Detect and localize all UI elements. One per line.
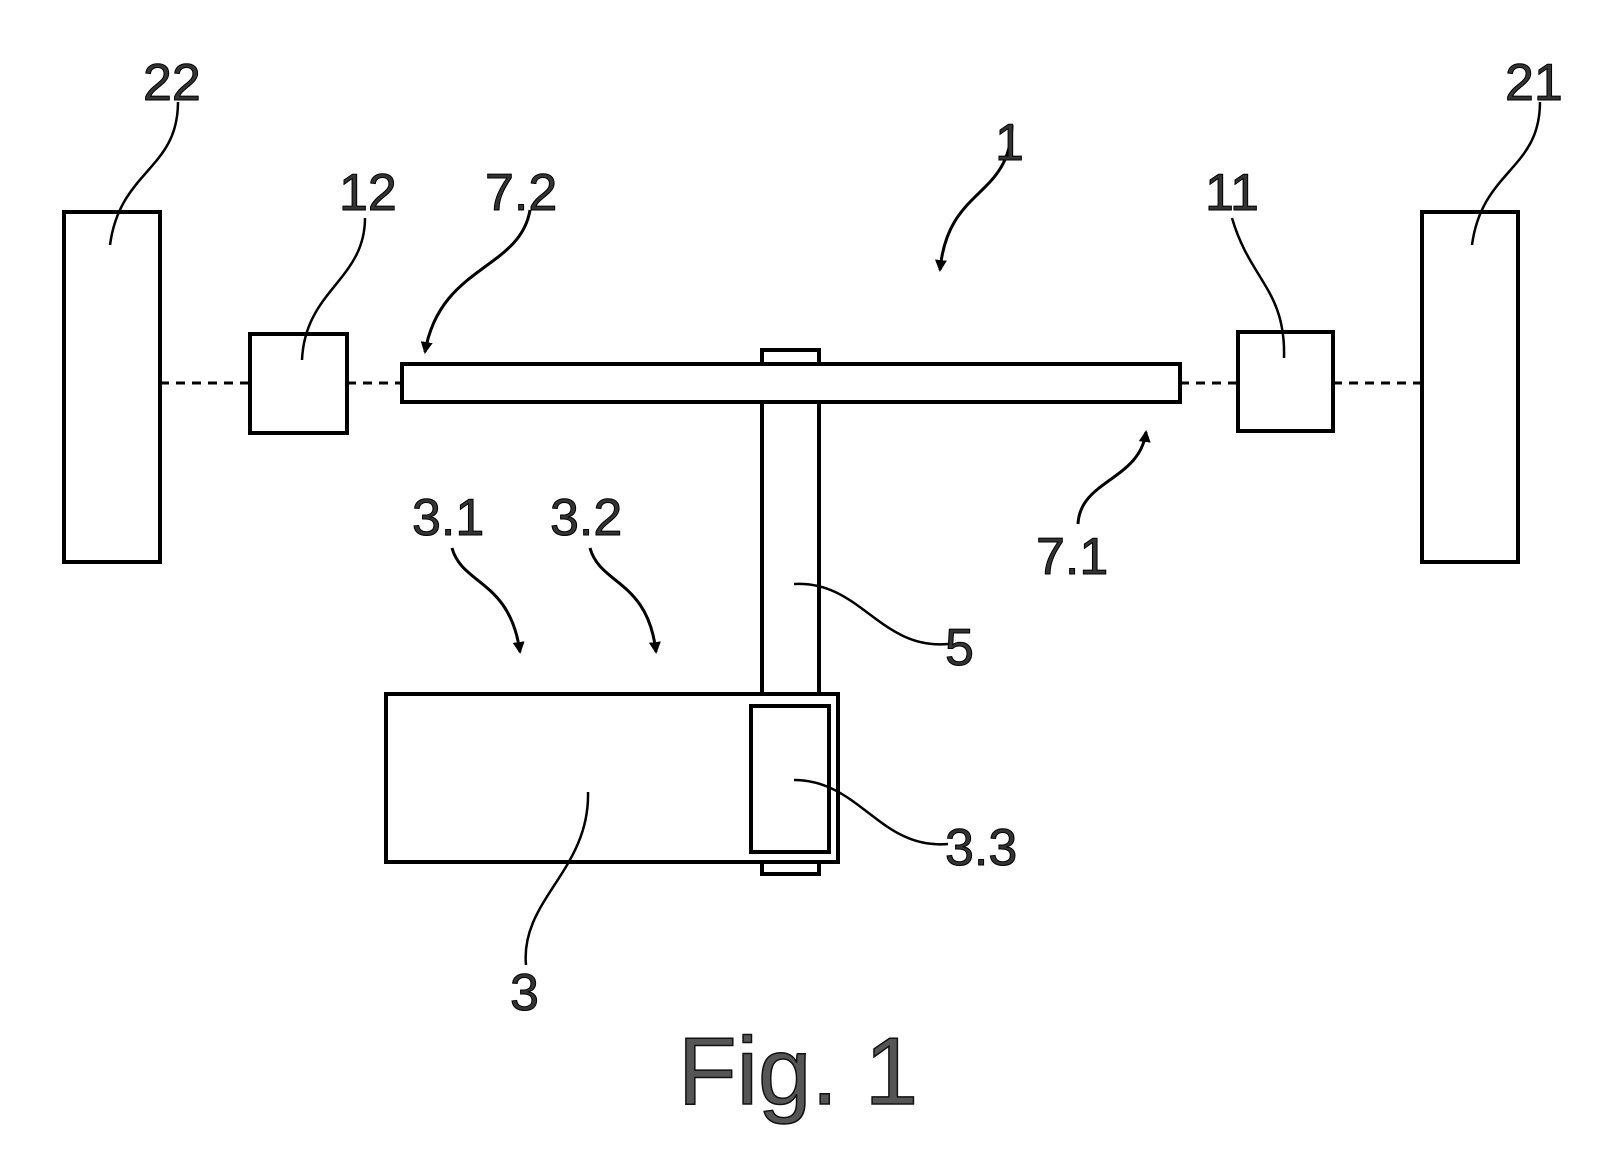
arrow-3-2 [588,547,661,654]
label-1: 1 [995,114,1024,172]
label-7-1: 7.1 [1036,528,1108,586]
label-3-2: 3.2 [550,489,622,547]
arrow-3-1 [450,547,525,654]
leader-11 [1230,217,1286,359]
arrow-7-1 [1076,430,1151,525]
label-7-2: 7.2 [485,164,557,222]
leader-3-3 [793,778,949,846]
arrow-7-2 [420,209,532,354]
label-3-1: 3.1 [412,489,484,547]
drive-part-3 [749,704,831,854]
arrow-1 [934,124,1014,272]
shaft [760,362,821,696]
label-11: 11 [1205,164,1259,222]
label-21: 21 [1505,54,1563,112]
axle [400,362,1182,404]
leader-21 [1470,101,1542,246]
unit-left [248,332,349,435]
leader-3 [524,791,590,966]
label-22: 22 [143,54,201,112]
label-12: 12 [339,164,397,222]
shaft-top-cap [760,348,821,366]
leader-12 [300,217,367,361]
leader-5 [793,582,949,646]
label-3-3: 3.3 [945,819,1017,877]
label-3: 3 [510,964,539,1022]
unit-right [1236,330,1335,433]
wheel-left [62,210,162,564]
leader-22 [108,101,180,246]
figure-caption: Fig. 1 [678,1018,918,1125]
wheel-right [1420,210,1520,564]
label-5: 5 [945,619,974,677]
